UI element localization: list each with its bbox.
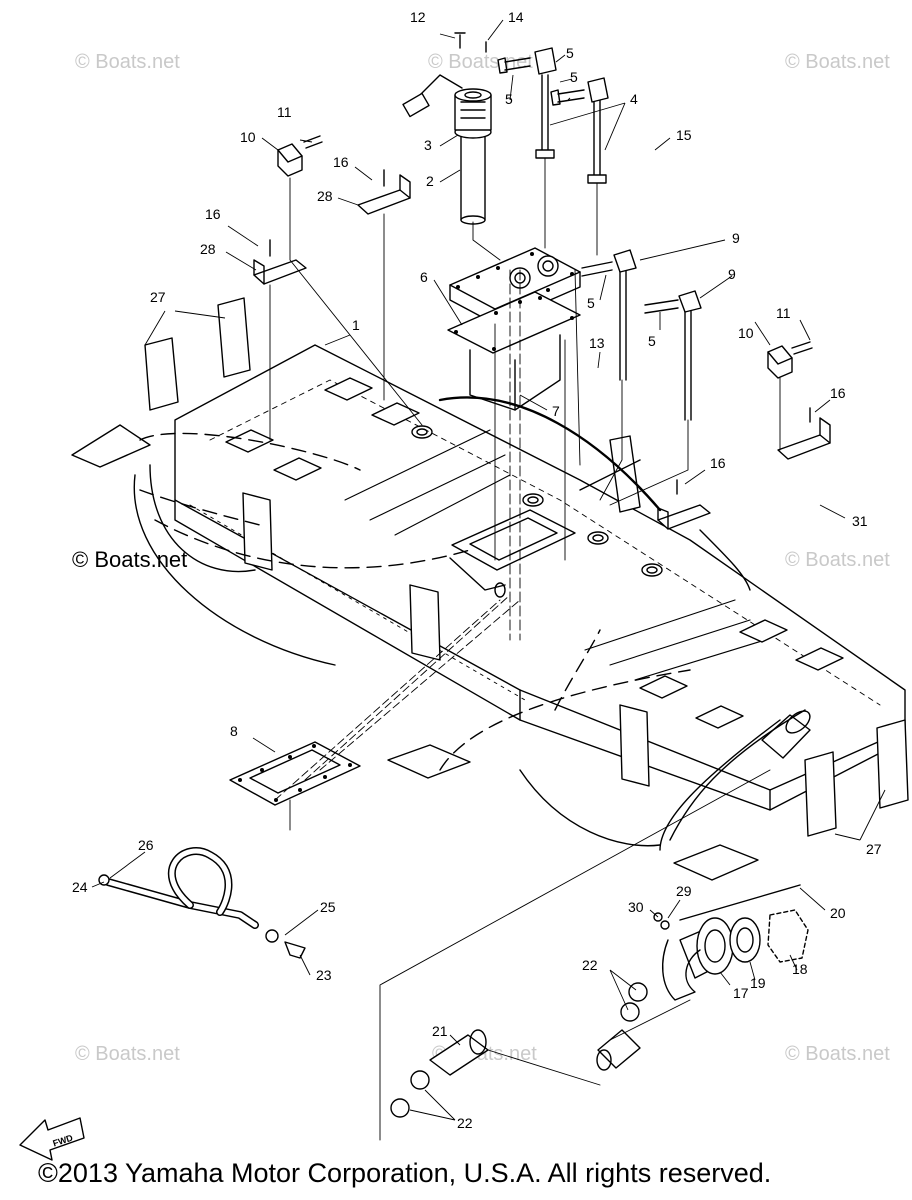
callout-8: 8 [230, 723, 238, 739]
callout-9a: 9 [732, 230, 740, 246]
tank-top-pads [225, 377, 844, 729]
callout-24: 24 [72, 879, 88, 895]
callout-20: 20 [830, 905, 846, 921]
tank-grommets [411, 425, 663, 577]
callout-31: 31 [852, 513, 868, 529]
callout-28a: 28 [317, 188, 333, 204]
filter-box [447, 247, 581, 411]
side-pads-27 [71, 297, 909, 881]
callout-5c: 5 [505, 91, 513, 107]
fuel-pump [402, 74, 492, 225]
watermark-top-left: © Boats.net [75, 51, 180, 73]
callout-27b: 27 [866, 841, 882, 857]
callout-11b: 11 [776, 305, 791, 321]
watermark-middle-right: © Boats.net [785, 549, 890, 571]
callout-11a: 11 [277, 104, 292, 120]
caps-and-fittings [277, 135, 813, 379]
callout-15: 15 [676, 127, 692, 143]
callout-12: 12 [410, 9, 426, 25]
callout-13: 13 [589, 335, 605, 351]
callout-9b: 9 [728, 266, 736, 282]
watermark-top-center: © Boats.net [428, 51, 533, 73]
tank-gasket-plate [449, 509, 576, 598]
watermark-bottom-left: © Boats.net [75, 1043, 180, 1065]
brackets [253, 169, 831, 530]
callout-16b: 16 [205, 206, 221, 222]
callout-5e: 5 [648, 333, 656, 349]
callout-5a: 5 [566, 45, 574, 61]
filler-neck-assembly [390, 884, 809, 1118]
callout-26: 26 [138, 837, 154, 853]
callout-7: 7 [552, 403, 560, 419]
callout-19: 19 [750, 975, 766, 991]
callout-1: 1 [352, 317, 360, 333]
screws-12-14 [454, 32, 487, 53]
callout-16c: 16 [830, 385, 846, 401]
callout-22a: 22 [582, 957, 598, 973]
callout-18: 18 [792, 961, 808, 977]
fuel-hose [98, 847, 306, 959]
flow-arrows [133, 396, 806, 851]
callout-10b: 10 [738, 325, 754, 341]
callout-17: 17 [733, 985, 749, 1001]
callout-5b: 5 [570, 69, 578, 85]
callout-5d: 5 [587, 295, 595, 311]
vent-pipes [581, 249, 702, 421]
watermark-top-right: © Boats.net [785, 51, 890, 73]
callout-25: 25 [320, 899, 336, 915]
watermark-bottom-right: © Boats.net [785, 1043, 890, 1065]
fuel-sender-tubes [497, 47, 609, 184]
callout-27a: 27 [150, 289, 166, 305]
callout-10a: 10 [240, 129, 256, 145]
callout-3: 3 [424, 137, 432, 153]
callout-30: 30 [628, 899, 644, 915]
callout-23: 23 [316, 967, 332, 983]
watermark-left-strong: © Boats.net [72, 547, 187, 572]
callout-16a: 16 [333, 154, 349, 170]
callout-leaders [91, 19, 886, 1121]
fuel-tank [174, 344, 906, 811]
callout-4: 4 [630, 91, 638, 107]
callout-6: 6 [420, 269, 428, 285]
gasket-8 [229, 741, 361, 806]
copyright-notice: ©2013 Yamaha Motor Corporation, U.S.A. A… [38, 1158, 772, 1188]
reference-lines [269, 157, 781, 1141]
callout-28b: 28 [200, 241, 216, 257]
callout-22b: 22 [457, 1115, 473, 1131]
callout-29: 29 [676, 883, 692, 899]
fwd-arrow [19, 1117, 85, 1161]
callout-2: 2 [426, 173, 434, 189]
callout-16d: 16 [710, 455, 726, 471]
callout-14: 14 [508, 9, 524, 25]
callout-labels: 12 14 5 5 5 4 3 2 15 10 11 16 28 16 28 6… [72, 9, 882, 1131]
callout-21: 21 [432, 1023, 448, 1039]
